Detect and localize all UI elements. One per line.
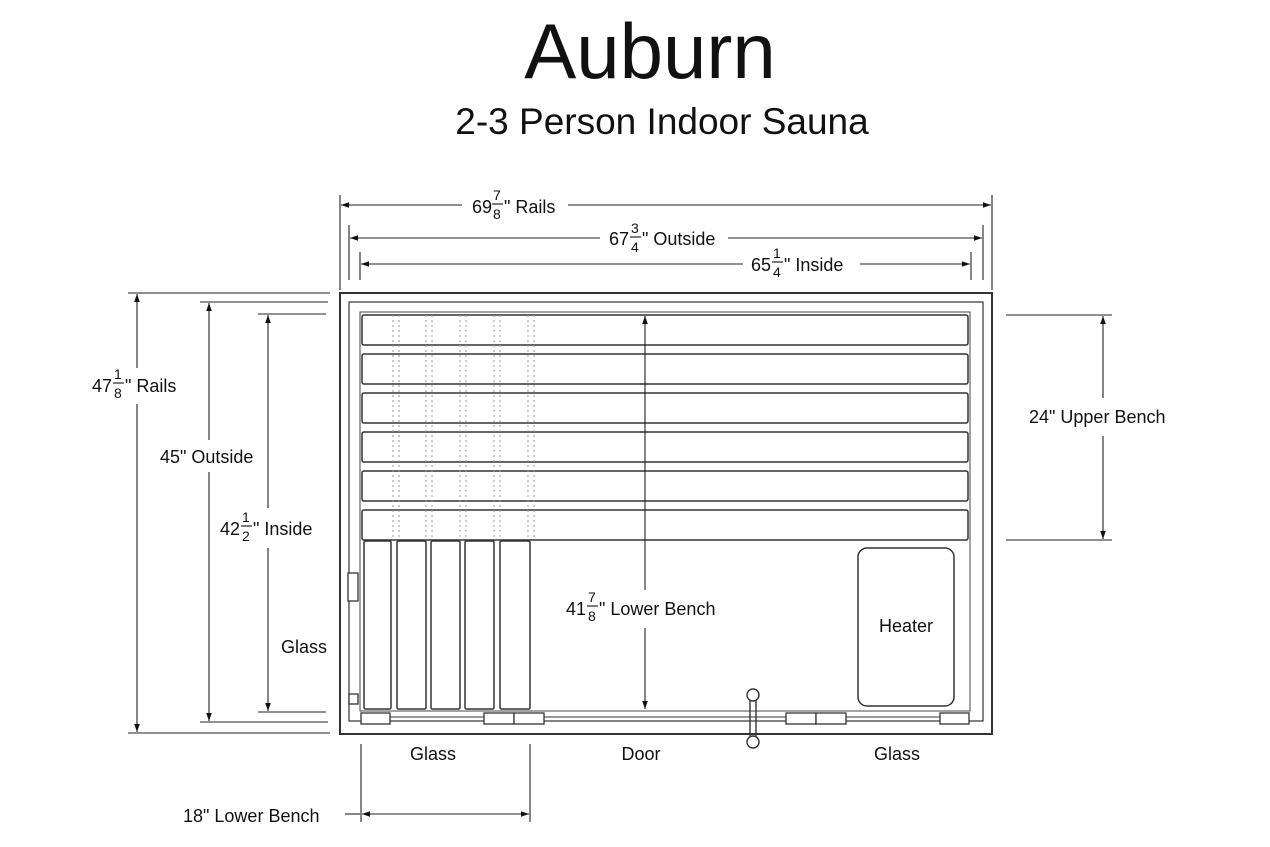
svg-text:67: 67 (609, 229, 629, 249)
svg-text:4: 4 (631, 239, 639, 255)
width-rails-label: 69 7 8 " Rails (472, 187, 555, 222)
width-inside-label: 65 1 4 " Inside (751, 245, 843, 280)
depth-outside-label: 45" Outside (160, 447, 253, 467)
lower-bench-length-label: 41 7 8 " Lower Bench (566, 589, 715, 624)
svg-text:" Outside: " Outside (642, 229, 715, 249)
depth-dimension-lines (128, 292, 330, 734)
svg-text:47: 47 (92, 376, 112, 396)
lower-bench-depth-line (345, 744, 531, 822)
svg-text:8: 8 (588, 608, 596, 624)
svg-text:65: 65 (751, 255, 771, 275)
svg-text:" Rails: " Rails (504, 197, 555, 217)
svg-text:3: 3 (631, 220, 639, 236)
diagram-subtitle: 2-3 Person Indoor Sauna (455, 101, 869, 142)
width-dimension-lines (339, 195, 993, 290)
svg-text:8: 8 (114, 385, 122, 401)
heater-label: Heater (879, 616, 933, 636)
side-glass-hardware (347, 572, 359, 705)
svg-text:7: 7 (588, 589, 596, 605)
hidden-lower-bench-lines (392, 315, 535, 540)
upper-bench-depth-label: 24" Upper Bench (1029, 407, 1165, 427)
diagram-title: Auburn (524, 7, 776, 95)
svg-text:41: 41 (566, 599, 586, 619)
svg-text:69: 69 (472, 197, 492, 217)
heater (857, 547, 955, 707)
upper-bench (361, 314, 969, 541)
lower-bench-depth-label: 18" Lower Bench (183, 806, 319, 826)
glass-side-label: Glass (281, 637, 327, 657)
glass-front-right-label: Glass (874, 744, 920, 764)
width-outside-label: 67 3 4 " Outside (609, 220, 715, 255)
svg-text:7: 7 (493, 187, 501, 203)
svg-text:" Inside: " Inside (253, 519, 312, 539)
svg-text:2: 2 (242, 528, 250, 544)
glass-front-left-label: Glass (410, 744, 456, 764)
svg-text:" Lower Bench: " Lower Bench (599, 599, 715, 619)
door-label: Door (621, 744, 660, 764)
svg-text:" Inside: " Inside (784, 255, 843, 275)
front-glass-wall (360, 712, 970, 725)
svg-text:4: 4 (773, 264, 781, 280)
lower-bench (363, 540, 531, 710)
svg-text:1: 1 (242, 509, 250, 525)
door-handle (746, 688, 760, 749)
upper-bench-depth-line (1006, 314, 1112, 541)
svg-text:42: 42 (220, 519, 240, 539)
depth-rails-label: 47 1 8 " Rails (92, 366, 176, 401)
svg-text:" Rails: " Rails (125, 376, 176, 396)
depth-inside-label: 42 1 2 " Inside (220, 509, 312, 544)
svg-text:1: 1 (114, 366, 122, 382)
svg-text:8: 8 (493, 206, 501, 222)
svg-text:1: 1 (773, 245, 781, 261)
